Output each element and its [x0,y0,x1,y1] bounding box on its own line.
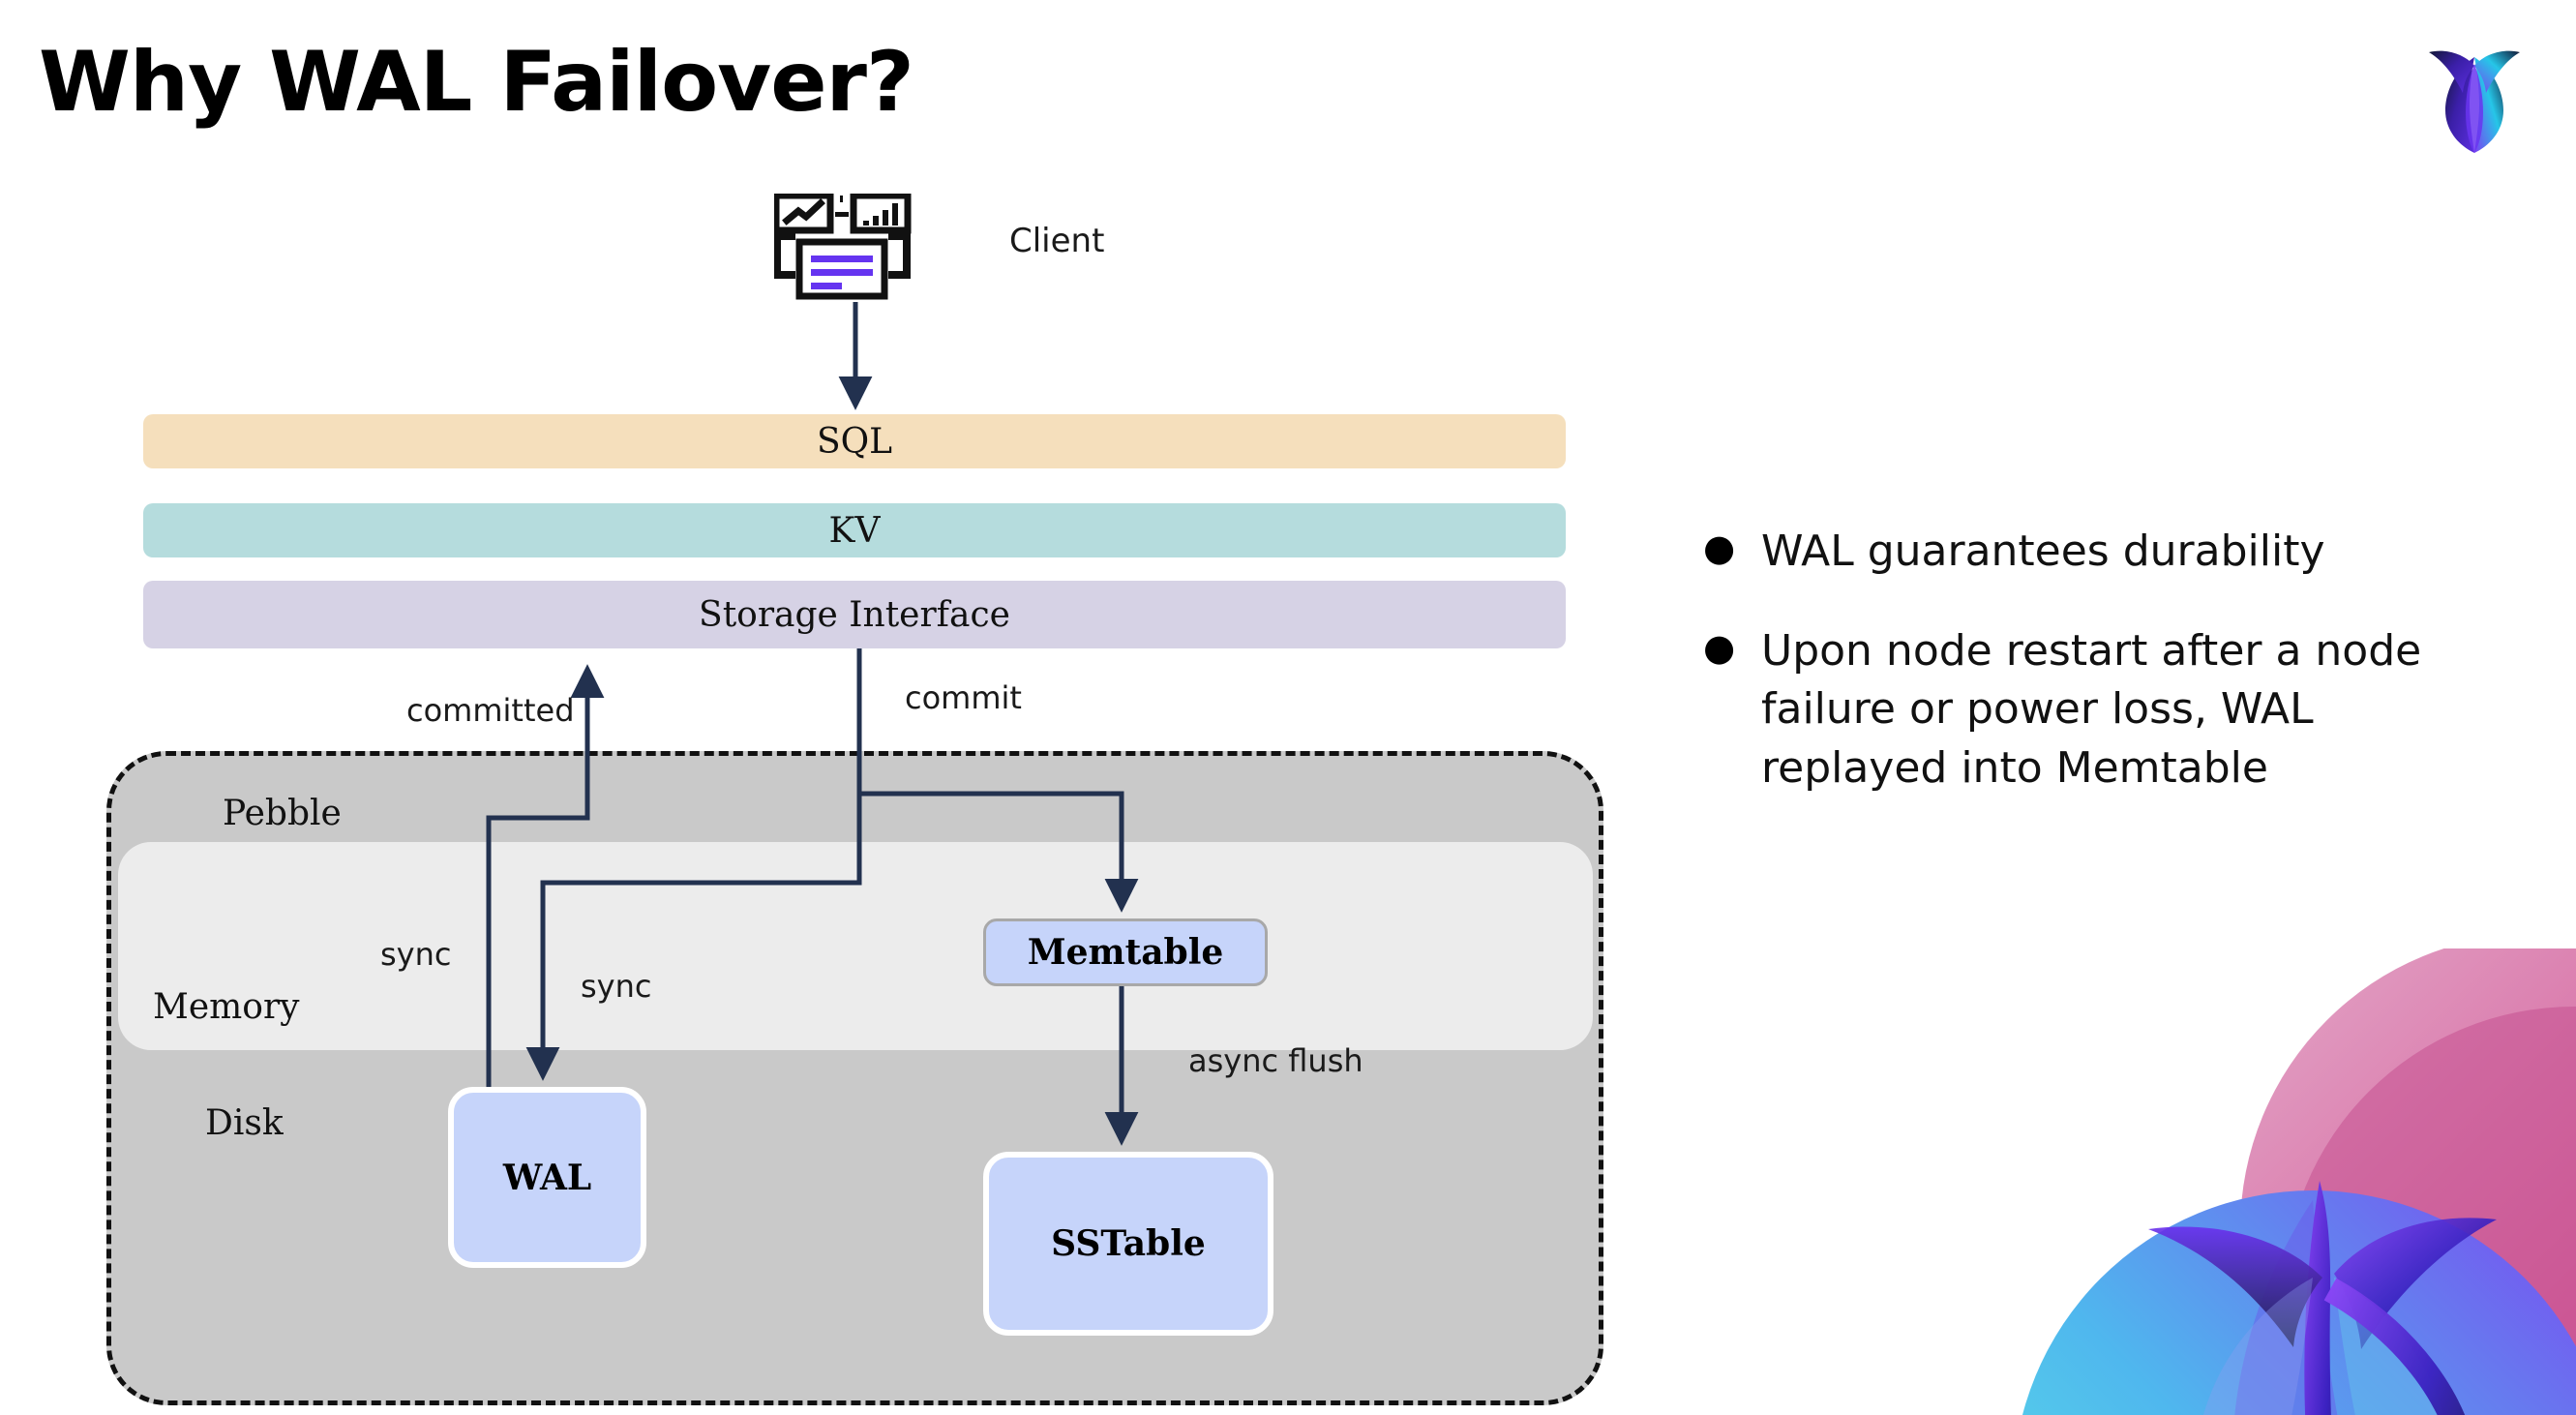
client-label: Client [1009,222,1105,260]
pebble-label: Pebble [223,794,342,833]
edge-label-sync-right: sync [581,968,652,1005]
node-memtable[interactable]: Memtable [983,918,1268,986]
memory-label: Memory [153,987,300,1027]
node-wal[interactable]: WAL [448,1087,646,1268]
layer-bar-storage-interface-label: Storage Interface [699,594,1010,635]
edge-label-commit: commit [905,679,1022,716]
bullet-marker-icon: ● [1703,625,1736,669]
bullet-text: WAL guarantees durability [1761,527,2325,576]
disk-label: Disk [205,1103,284,1143]
node-sstable-label: SSTable [1051,1223,1206,1264]
node-wal-label: WAL [502,1157,592,1198]
edge-label-async-flush: async flush [1188,1042,1363,1079]
decorative-logo-graphic [1993,948,2576,1415]
edge-label-sync-left: sync [380,936,452,973]
node-memtable-label: Memtable [1027,932,1224,973]
layer-bar-kv-label: KV [828,510,881,551]
layer-bar-storage-interface: Storage Interface [143,581,1566,648]
memory-region [118,842,1593,1050]
layer-bar-sql-label: SQL [816,421,893,462]
bullet-list: ● WAL guarantees durability ● Upon node … [1703,523,2506,839]
layer-bar-kv: KV [143,503,1566,557]
list-item: ● WAL guarantees durability [1703,523,2506,582]
edge-label-committed: committed [406,692,575,729]
bullet-marker-icon: ● [1703,527,1736,569]
list-item: ● Upon node restart after a node failure… [1703,622,2506,798]
layer-bar-sql: SQL [143,414,1566,468]
cockroachdb-logo-icon [2411,25,2537,161]
bullet-text: Upon node restart after a node failure o… [1761,625,2422,794]
node-sstable[interactable]: SSTable [983,1152,1273,1336]
client-devices-icon [772,192,929,300]
page-title: Why WAL Failover? [39,34,914,131]
